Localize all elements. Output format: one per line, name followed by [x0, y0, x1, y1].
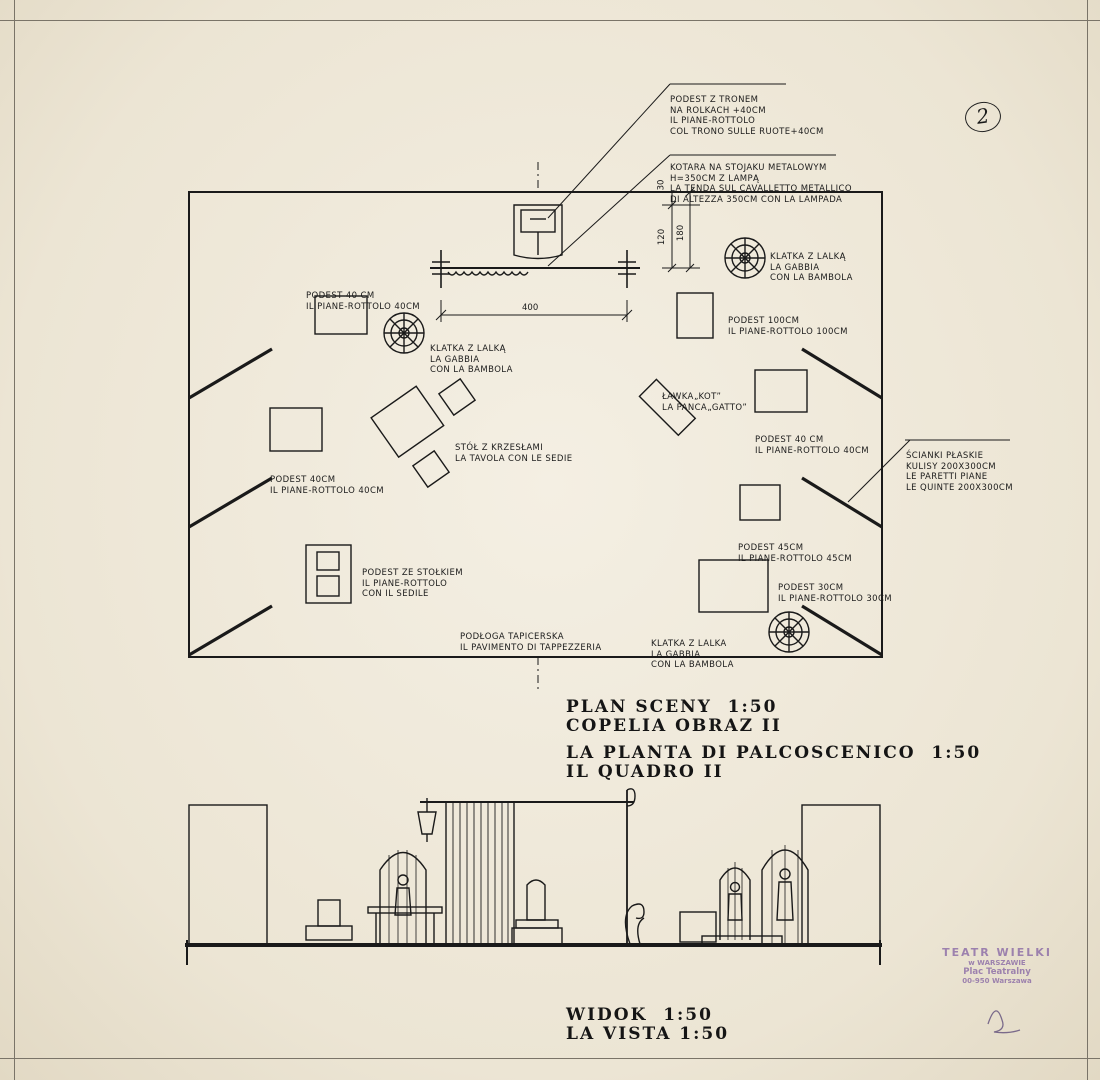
dimension-400-label: 400	[522, 303, 539, 313]
podest-40-top	[314, 295, 368, 335]
throne-podest	[513, 204, 563, 260]
dimension-180-label: 180	[676, 224, 687, 242]
dimension-400	[435, 300, 633, 322]
cage-left	[383, 312, 425, 354]
table-with-chairs	[370, 377, 477, 489]
podest-40-left	[269, 407, 323, 452]
dimension-120-label: 120	[657, 228, 668, 246]
leader-lines	[547, 83, 911, 503]
callout-bench-cat: ŁAWKA„KOT”LA PANCA„GATTO”	[662, 392, 748, 413]
sheet-frame-right	[1087, 0, 1088, 1080]
podest-100	[676, 292, 714, 339]
podest-45	[739, 484, 781, 521]
callout-podest-100: PODEST 100cmIL PIANE-ROTTOLO 100cm	[728, 316, 848, 337]
callout-podest-45: PODEST 45cmIL PIANE-ROTTOLO 45cm	[738, 543, 853, 564]
dimension-vertical	[662, 187, 700, 273]
podest-30	[698, 559, 769, 613]
sheet-frame-top	[0, 20, 1100, 21]
callout-podest-40-right: PODEST 40 cmIL PIANE-ROTTOLO 40cm	[755, 435, 870, 456]
cage-bottom	[768, 611, 810, 653]
sheet-frame-bottom	[0, 1058, 1100, 1059]
stage-outline	[188, 191, 883, 658]
podest-40-right	[754, 369, 808, 413]
cage-right-top	[724, 237, 766, 279]
dimension-30-label: 30	[656, 179, 667, 191]
callout-podest-40-top: PODEST 40 cmIL PIANE-ROTTOLO 40cm	[306, 291, 421, 312]
signature	[987, 1010, 1021, 1034]
theatre-stamp: TEATR WIELKI w WARSZAWIE Plac Teatralny …	[942, 946, 1052, 985]
wings	[188, 347, 883, 657]
curtain-stand	[430, 250, 640, 288]
bench-cat	[638, 378, 697, 437]
callout-podest-30: PODEST 30cmIL PIANE-ROTTOLO 30cm	[778, 583, 893, 604]
elevation-view	[185, 788, 882, 965]
podest-with-stool	[305, 544, 352, 604]
callout-podest-40-left: PODEST 40cmIL PIANE-ROTTOLO 40cm	[270, 475, 385, 496]
sheet-frame-left	[14, 0, 15, 1080]
callout-underlines	[670, 83, 1010, 441]
